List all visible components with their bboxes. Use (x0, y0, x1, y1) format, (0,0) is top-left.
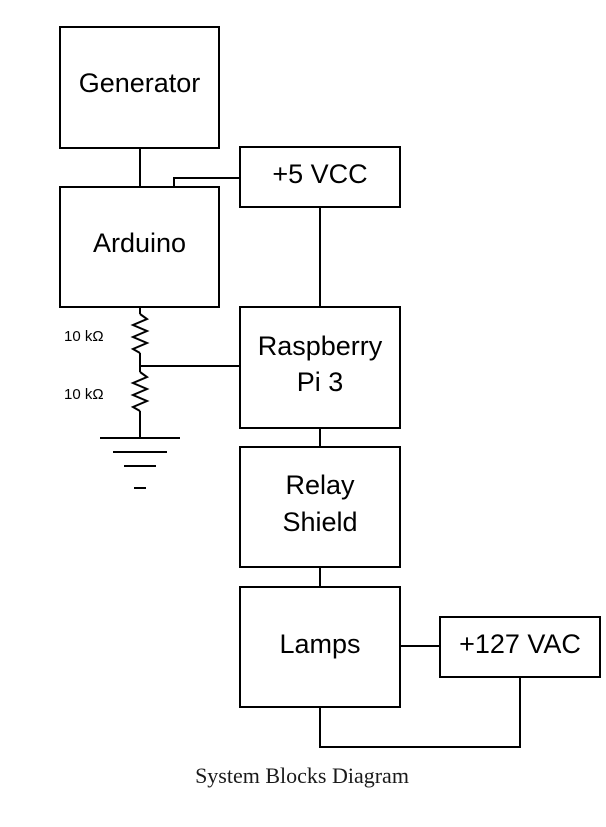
diagram-caption: System Blocks Diagram (195, 763, 409, 788)
block-raspberry-pi: Raspberry Pi 3 (239, 306, 401, 429)
vac-label: +127 VAC (459, 629, 581, 659)
block-lamps: Lamps (239, 586, 401, 708)
voltage-divider: 10 kΩ 10 kΩ (64, 307, 180, 489)
vcc-label: +5 VCC (272, 159, 367, 189)
block-vcc: +5 VCC (239, 146, 401, 208)
block-arduino: Arduino (59, 186, 220, 308)
lamps-label: Lamps (279, 629, 360, 659)
generator-label: Generator (79, 68, 201, 98)
relay-label-line2: Shield (282, 507, 357, 537)
raspberry-label-line2: Pi 3 (297, 367, 344, 397)
wire-arduino-vcc (173, 177, 240, 187)
wire-lamps-vac-return (319, 677, 521, 748)
arduino-label: Arduino (93, 228, 186, 258)
resistor-1-label: 10 kΩ (64, 328, 104, 345)
resistor-2 (130, 371, 150, 412)
ground-icon (100, 437, 180, 489)
block-vac: +127 VAC (439, 616, 601, 678)
wiring (139, 148, 521, 748)
raspberry-label-line1: Raspberry (258, 331, 383, 361)
relay-label-line1: Relay (285, 470, 355, 500)
resistor-2-label: 10 kΩ (64, 386, 104, 403)
resistor-1 (130, 313, 150, 354)
block-generator: Generator (59, 26, 220, 149)
block-relay-shield: Relay Shield (239, 446, 401, 568)
